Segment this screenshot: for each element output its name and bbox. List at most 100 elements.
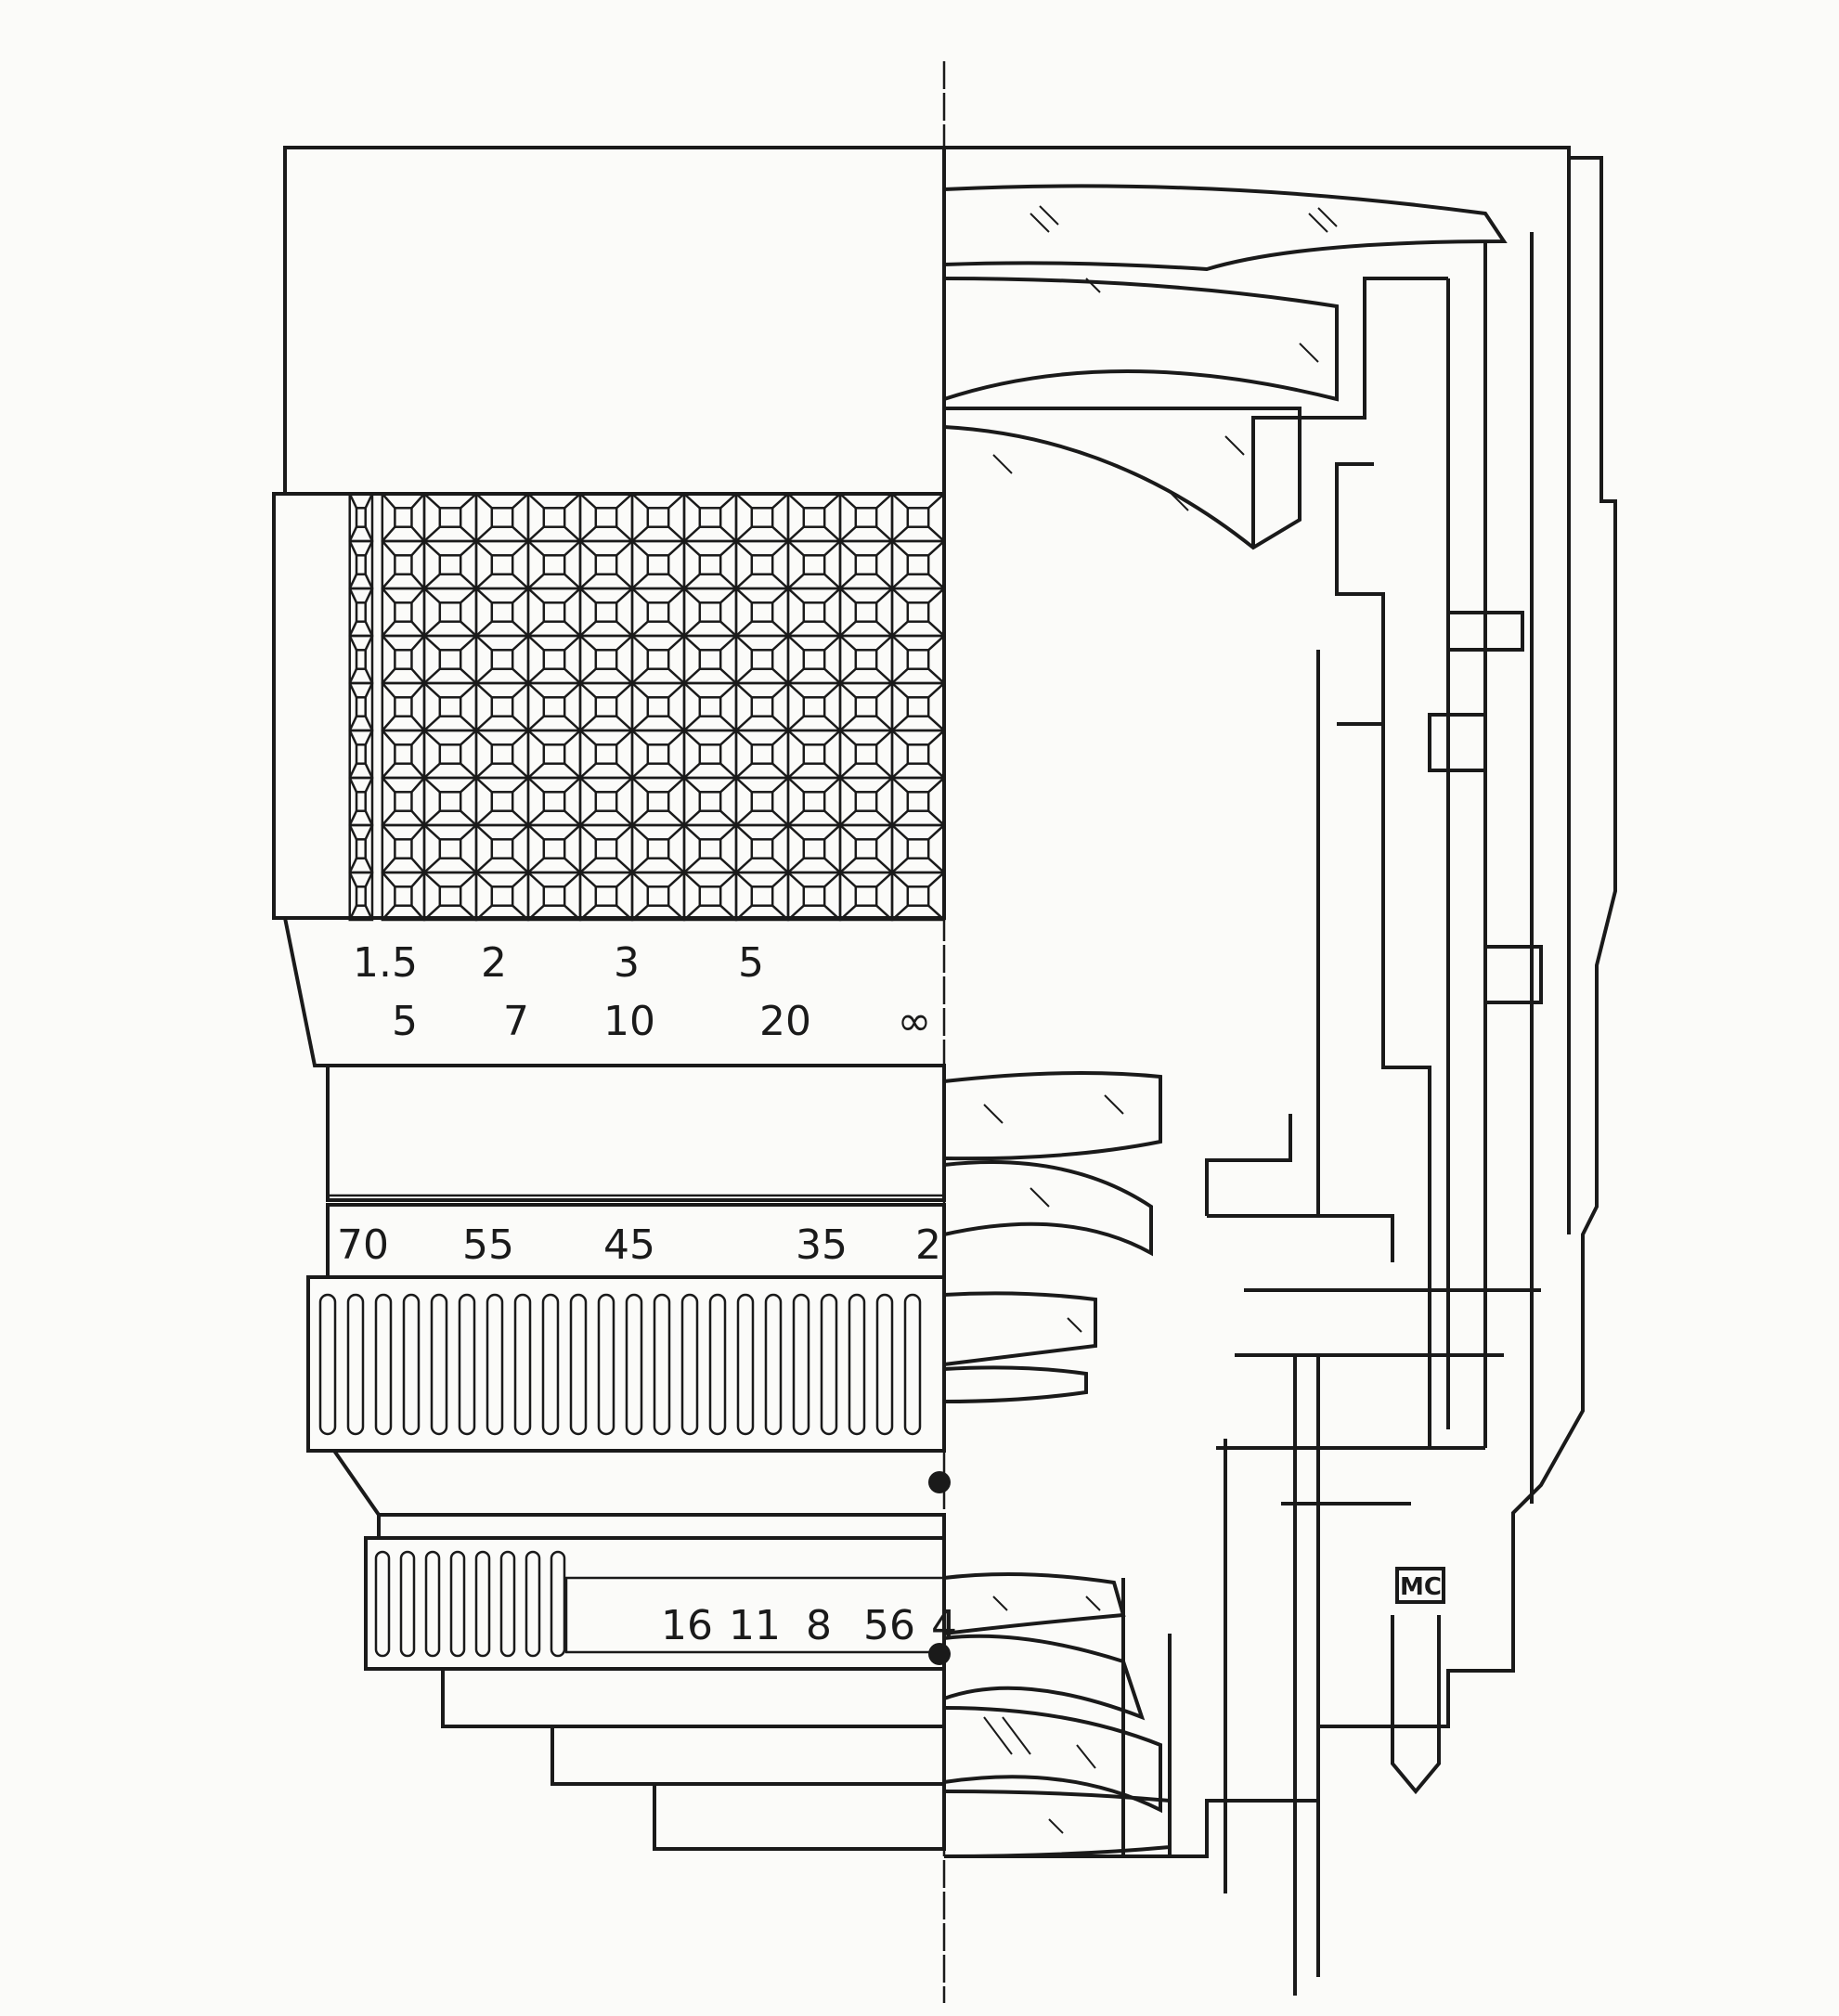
knurl-cell-edge — [683, 682, 737, 731]
zoom-rib — [820, 1293, 838, 1436]
knurl-cell-edge — [891, 540, 945, 589]
lens-exterior: 1.5 2 3 5 5 7 10 20 ∞ 70 55 45 35 2 16 1… — [272, 146, 957, 1851]
focal-length-label: 45 — [603, 1221, 655, 1269]
knurl-cell-edge — [527, 872, 581, 921]
knurl-cell-face — [698, 885, 722, 907]
knurl-cell-face — [802, 507, 826, 528]
lens-element — [943, 184, 1508, 272]
knurl-cell-edge — [579, 777, 633, 826]
knurl-cell-edge — [475, 824, 529, 873]
knurl-cell-face — [802, 649, 826, 670]
knurl-cell-face — [698, 696, 722, 717]
knurl-cell-face — [355, 507, 367, 528]
knurl-cell-edge — [735, 682, 789, 731]
knurl-cell-face — [594, 601, 618, 623]
index-dot — [928, 1471, 951, 1493]
knurl-cell-edge — [683, 872, 737, 921]
knurl-cell-face — [490, 791, 514, 812]
zoom-rib — [792, 1293, 810, 1436]
lens-element — [943, 1071, 1162, 1161]
knurl-cell-face — [646, 838, 670, 859]
knurl-cell-face — [906, 554, 930, 575]
knurl-cell-face — [906, 696, 930, 717]
guide-rollers — [1428, 611, 1543, 1004]
knurl-cell-face — [750, 743, 774, 765]
knurl-cell-face — [698, 791, 722, 812]
aperture-pin — [1391, 1615, 1441, 1795]
knurl-cell-edge — [891, 872, 945, 921]
zoom-rib — [569, 1293, 588, 1436]
knurl-cell-edge — [423, 635, 477, 684]
knurl-cell-edge — [683, 730, 737, 779]
knurl-cell-edge — [787, 540, 841, 589]
knurl-cell-face — [698, 743, 722, 765]
zoom-rib — [346, 1293, 365, 1436]
knurl-cell-face — [394, 601, 413, 623]
aperture-rib — [474, 1550, 491, 1658]
knurl-cell-face — [594, 791, 618, 812]
zoom-rib — [402, 1293, 421, 1436]
knurl-cell-face — [394, 791, 413, 812]
knurl-cell-face — [355, 601, 367, 623]
knurl-cell-edge — [787, 824, 841, 873]
knurl-cell-edge — [735, 872, 789, 921]
knurl-cell-edge — [839, 730, 893, 779]
zoom-rib — [597, 1293, 615, 1436]
knurl-cell-edge — [631, 682, 685, 731]
knurl-cell-edge — [381, 777, 425, 826]
knurl-cell-edge — [579, 730, 633, 779]
knurl-cell-edge — [423, 777, 477, 826]
knurl-cell-face — [490, 743, 514, 765]
knurl-cell-face — [394, 838, 413, 859]
mc-label: MC — [1400, 1573, 1442, 1601]
knurl-cell-face — [750, 838, 774, 859]
knurl-cell-edge — [631, 824, 685, 873]
knurl-cell-edge — [475, 730, 529, 779]
zoom-rib — [653, 1293, 671, 1436]
knurl-cell-face — [594, 885, 618, 907]
zoom-rib — [430, 1293, 448, 1436]
knurl-cell-edge — [348, 540, 374, 589]
distance-label: 2 — [481, 939, 507, 987]
knurl-cell-face — [646, 601, 670, 623]
knurl-cell-edge — [475, 635, 529, 684]
mount-step-2 — [550, 1725, 946, 1786]
aperture-scale-window — [564, 1576, 946, 1654]
zoom-rib — [764, 1293, 783, 1436]
knurl-cell-edge — [683, 824, 737, 873]
knurl-cell-edge — [348, 872, 374, 921]
knurl-cell-face — [542, 885, 566, 907]
mount-step-3 — [653, 1782, 946, 1851]
knurl-cell-face — [394, 743, 413, 765]
knurl-cell-edge — [735, 540, 789, 589]
knurl-cell-face — [438, 601, 462, 623]
knurl-cell-edge — [381, 730, 425, 779]
knurl-cell-face — [750, 649, 774, 670]
knurl-cell-face — [750, 885, 774, 907]
knurl-cell-edge — [579, 635, 633, 684]
knurl-cell-edge — [527, 730, 581, 779]
knurl-cell-edge — [527, 635, 581, 684]
knurl-cell-edge — [735, 730, 789, 779]
knurl-cell-face — [698, 507, 722, 528]
knurl-cell-edge — [381, 588, 425, 637]
knurl-cell-edge — [527, 588, 581, 637]
knurl-cell-edge — [683, 635, 737, 684]
knurl-cell-face — [802, 696, 826, 717]
knurl-cell-face — [594, 507, 618, 528]
zoom-rib — [708, 1293, 727, 1436]
zoom-rib — [513, 1293, 532, 1436]
knurl-cell-edge — [787, 635, 841, 684]
aperture-ring-outline — [364, 1536, 946, 1671]
zoom-rib — [541, 1293, 560, 1436]
distance-label: 20 — [759, 998, 811, 1045]
rear-lens-group — [943, 1572, 1172, 1858]
knurl-cell-edge — [787, 588, 841, 637]
knurl-cell-edge — [527, 493, 581, 542]
knurl-cell-face — [355, 696, 367, 717]
knurl-cell-edge — [348, 588, 374, 637]
knurl-cell-face — [750, 554, 774, 575]
lens-element — [943, 277, 1339, 402]
knurl-cell-face — [542, 838, 566, 859]
